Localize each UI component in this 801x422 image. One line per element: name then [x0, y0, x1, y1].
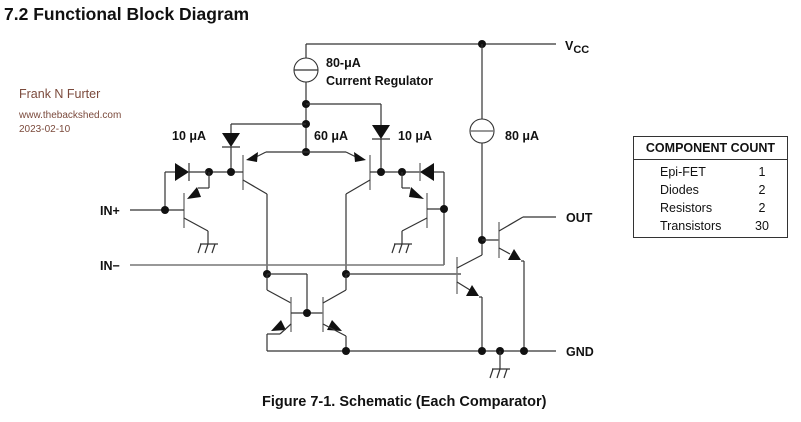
component-count-row: Resistors 2 — [634, 199, 787, 217]
component-count-value: 2 — [758, 201, 766, 215]
emitter-arrow — [354, 152, 366, 162]
in-plus-label: IN+ — [100, 204, 120, 218]
component-name: Transistors — [660, 219, 722, 233]
right-input-transistor — [345, 155, 371, 274]
junction-dot — [303, 309, 311, 317]
component-count-row: Diodes 2 — [634, 181, 787, 199]
figure-caption: Figure 7-1. Schematic (Each Comparator) — [262, 394, 547, 410]
left-input-transistor — [242, 155, 268, 274]
regulator-current-label: 80-μA — [326, 56, 361, 70]
watermark-date: 2023-02-10 — [19, 124, 71, 135]
emitter-arrow — [466, 285, 479, 296]
component-count-row: Transistors 30 — [634, 217, 787, 235]
watermark-author: Frank N Furter — [19, 87, 101, 101]
section-title: 7.2 Functional Block Diagram — [4, 4, 250, 24]
component-count-row: Epi-FET 1 — [634, 163, 787, 181]
junction-dot — [520, 347, 528, 355]
driver-transistor — [456, 254, 483, 351]
emitter-arrow — [187, 187, 201, 199]
left-diode-current-label: 10 μA — [172, 129, 206, 143]
watermark-site: www.thebackshed.com — [19, 110, 122, 121]
out-label: OUT — [566, 211, 593, 225]
output-current-source-symbol — [469, 118, 495, 144]
right-diode-current-label: 10 μA — [398, 129, 432, 143]
junction-dot — [440, 205, 448, 213]
component-name: Resistors — [660, 201, 713, 215]
left-input-diode — [164, 163, 207, 210]
component-name: Epi-FET — [660, 165, 706, 179]
emitter-arrow — [409, 187, 424, 199]
current-regulator-symbol — [293, 57, 319, 83]
in-minus-label: IN− — [100, 259, 120, 273]
right-diode-symbol — [372, 125, 390, 172]
vcc-label: VCC — [565, 39, 589, 56]
emitter-arrow — [271, 320, 286, 331]
regulator-name-label: Current Regulator — [326, 74, 433, 88]
component-count-value: 30 — [755, 219, 769, 233]
junction-dot — [377, 168, 385, 176]
component-count-value: 2 — [758, 183, 766, 197]
component-count-table: COMPONENT COUNT Epi-FET 1 Diodes 2 Resis… — [633, 136, 788, 238]
gnd-rail — [267, 347, 556, 379]
current-mirror-transistors — [266, 274, 347, 351]
output-transistor — [482, 216, 556, 351]
component-count-value: 1 — [758, 165, 766, 179]
component-name: Diodes — [660, 183, 699, 197]
emitter-arrow — [246, 152, 258, 162]
left-diode-symbol — [222, 133, 240, 172]
tail-current-label: 60 μA — [314, 129, 348, 143]
gnd-label: GND — [566, 345, 594, 359]
junction-dot — [227, 168, 235, 176]
component-count-title: COMPONENT COUNT — [634, 137, 787, 160]
emitter-arrow — [508, 249, 521, 260]
left-buffer-transistor — [165, 172, 218, 254]
junction-dot — [478, 347, 486, 355]
output-source-current-label: 80 μA — [505, 129, 539, 143]
right-buffer-transistor — [391, 172, 448, 254]
junction-dot — [342, 347, 350, 355]
right-input-diode — [419, 163, 445, 265]
junction-dot — [161, 206, 169, 214]
